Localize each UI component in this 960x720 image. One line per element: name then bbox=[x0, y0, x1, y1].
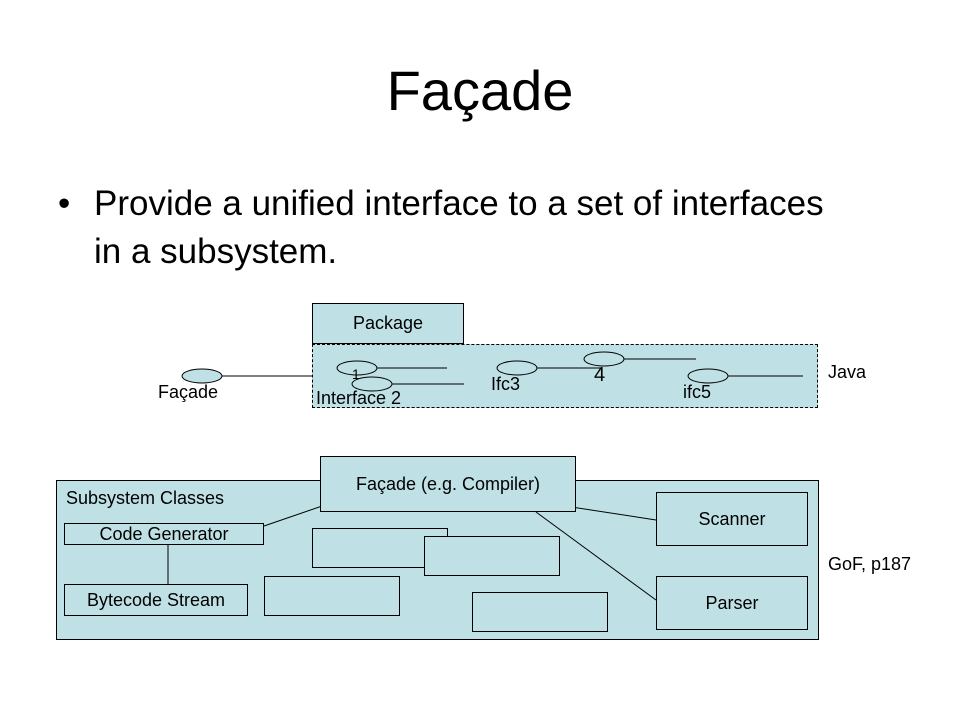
facade-parser-connector bbox=[535, 511, 657, 601]
gof-label: GoF, p187 bbox=[828, 554, 912, 574]
scanner-label: Scanner bbox=[698, 508, 766, 529]
ifc5-circle bbox=[687, 368, 729, 384]
slide-title: Façade bbox=[386, 59, 574, 122]
facade-interface-circle bbox=[181, 368, 223, 384]
interface2-circle bbox=[351, 376, 393, 392]
interface2-label: Interface 2 bbox=[316, 388, 402, 408]
ifc4-label: 4 bbox=[594, 364, 606, 386]
interface1-circle bbox=[336, 360, 378, 376]
bytecode-stream-box: Bytecode Stream bbox=[64, 584, 248, 616]
package-tab: Package bbox=[312, 303, 464, 344]
facade-compiler-label: Façade (e.g. Compiler) bbox=[355, 473, 541, 494]
blank-class-3 bbox=[264, 576, 400, 616]
bytecode-stream-label: Bytecode Stream bbox=[86, 589, 226, 610]
ifc5-label: ifc5 bbox=[683, 382, 712, 402]
facade-label: Façade bbox=[158, 382, 219, 402]
blank-class-4 bbox=[472, 592, 608, 632]
ifc3-circle bbox=[496, 360, 538, 376]
facade-compiler-box: Façade (e.g. Compiler) bbox=[320, 456, 576, 512]
facade-codegen-connector bbox=[263, 503, 329, 527]
bullet-dot: • bbox=[58, 184, 71, 223]
blank-class-2 bbox=[424, 536, 560, 576]
package-tab-label: Package bbox=[352, 313, 424, 333]
ifc4-circle bbox=[583, 351, 625, 367]
interface1-label: 1 bbox=[352, 366, 360, 382]
parser-label: Parser bbox=[705, 592, 759, 613]
parser-box: Parser bbox=[656, 576, 808, 630]
code-generator-box: Code Generator bbox=[64, 523, 264, 545]
scanner-box: Scanner bbox=[656, 492, 808, 546]
ifc3-label: Ifc3 bbox=[491, 374, 521, 394]
code-generator-label: Code Generator bbox=[99, 523, 229, 544]
java-label: Java bbox=[828, 362, 867, 382]
bullet-text: Provide a unified interface to a set of … bbox=[94, 184, 824, 271]
subsystem-label: Subsystem Classes bbox=[66, 488, 225, 508]
